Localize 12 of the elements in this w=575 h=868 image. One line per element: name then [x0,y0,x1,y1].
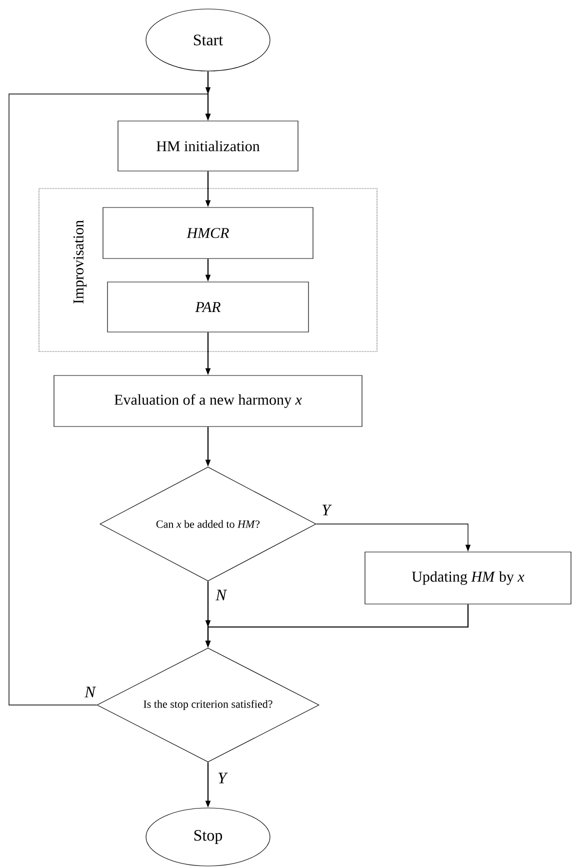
edge-label: Y [218,772,228,784]
process-box: PAR [107,282,309,332]
edge-label: Y [322,504,332,516]
edge-label: N [216,590,228,600]
process-box: HMCR [102,207,314,259]
stop-oval: Stop [146,808,270,866]
start-oval: Start [146,8,270,72]
arrow [8,87,211,706]
process-box: HM initialization [118,120,298,172]
process-box: Updating HM by x [364,552,572,604]
process-box: Evaluation of a new harmony x [54,375,362,427]
edge-label: N [84,686,96,698]
